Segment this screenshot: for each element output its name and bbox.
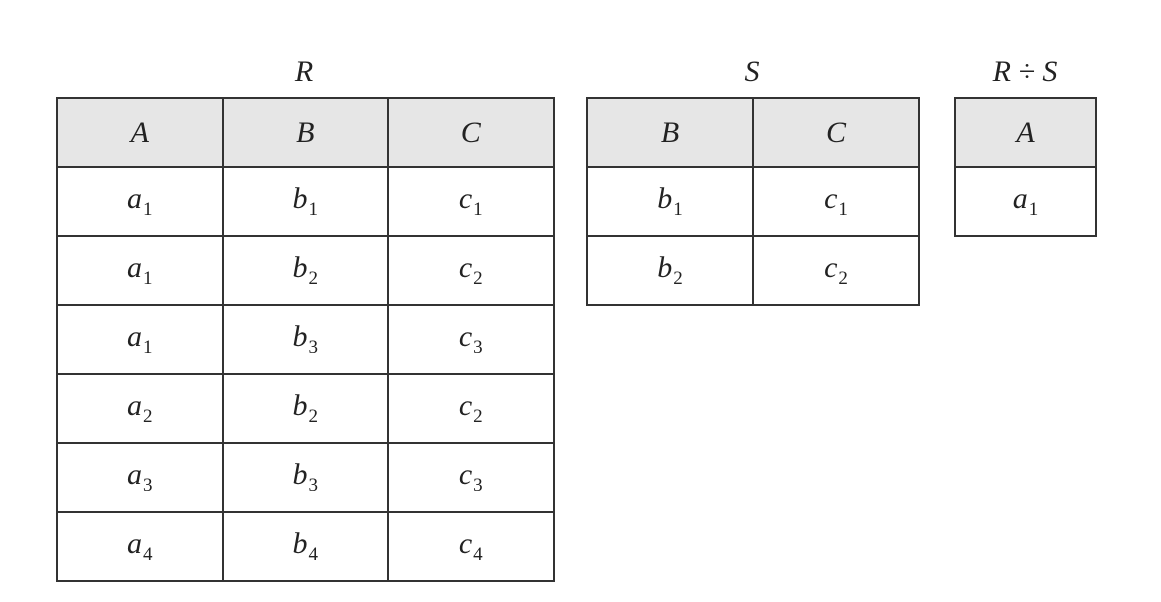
table-cell: b2 — [586, 235, 754, 306]
cell-symbol: a — [127, 458, 142, 491]
cell-symbol: a — [1012, 182, 1028, 215]
cell-symbol: b — [292, 389, 308, 422]
table-cell: a3 — [56, 442, 224, 513]
table-cell: b2 — [221, 235, 389, 306]
cell-symbol: b — [292, 458, 308, 491]
cell-subscript: 1 — [1028, 199, 1039, 220]
header-row: A — [954, 97, 1097, 168]
cell-symbol: b — [292, 182, 308, 215]
table-cell: a2 — [56, 373, 224, 444]
column-header-a: A — [56, 97, 224, 168]
cell-subscript: 2 — [308, 406, 319, 427]
cell-symbol: a — [127, 182, 142, 215]
column-header-c: C — [387, 97, 555, 168]
column-header-c: C — [752, 97, 920, 168]
cell-symbol: b — [292, 251, 308, 284]
cell-subscript: 2 — [838, 268, 848, 289]
cell-subscript: 4 — [143, 544, 153, 565]
table-cell: c2 — [387, 373, 555, 444]
cell-symbol: c — [458, 527, 473, 560]
cell-subscript: 4 — [473, 544, 483, 565]
cell-subscript: 2 — [673, 268, 683, 289]
cell-subscript: 2 — [143, 406, 153, 427]
table-cell: c3 — [387, 442, 555, 513]
cell-symbol: c — [458, 251, 473, 284]
cell-symbol: c — [824, 182, 838, 215]
table-cell: c4 — [387, 511, 555, 582]
table-cell: c1 — [387, 166, 555, 237]
cell-subscript: 3 — [308, 337, 319, 358]
column-header-b: B — [586, 97, 754, 168]
relation-s-title: S — [744, 55, 760, 88]
table-cell: a1 — [954, 166, 1097, 237]
cell-symbol: b — [292, 320, 308, 353]
table-cell: b1 — [221, 166, 389, 237]
cell-subscript: 1 — [143, 337, 153, 358]
cell-symbol: c — [824, 251, 838, 284]
table-cell: b2 — [221, 373, 389, 444]
table-cell: b3 — [221, 442, 389, 513]
cell-subscript: 1 — [838, 199, 848, 220]
cell-symbol: b — [657, 182, 673, 215]
table-cell: a1 — [56, 166, 224, 237]
cell-subscript: 4 — [308, 544, 319, 565]
column-header-a: A — [954, 97, 1097, 168]
cell-subscript: 2 — [473, 406, 483, 427]
cell-subscript: 3 — [473, 337, 483, 358]
cell-subscript: 3 — [473, 475, 483, 496]
division-result-title: R ÷ S — [992, 55, 1058, 88]
cell-symbol: a — [127, 527, 142, 560]
cell-subscript: 1 — [673, 199, 683, 220]
cell-subscript: 1 — [143, 199, 153, 220]
cell-subscript: 2 — [473, 268, 483, 289]
cell-subscript: 1 — [143, 268, 153, 289]
cell-symbol: a — [127, 389, 142, 422]
cell-subscript: 1 — [308, 199, 319, 220]
cell-symbol: a — [127, 320, 142, 353]
column-header-b: B — [221, 97, 389, 168]
division-result-table: A a1 — [954, 97, 1097, 237]
table-cell: b3 — [221, 304, 389, 375]
table-cell: a4 — [56, 511, 224, 582]
cell-symbol: b — [292, 527, 308, 560]
table-cell: c2 — [752, 235, 920, 306]
cell-symbol: c — [458, 389, 473, 422]
cell-symbol: b — [657, 251, 673, 284]
cell-symbol: a — [127, 251, 142, 284]
table-cell: c1 — [752, 166, 920, 237]
relation-r-title: R — [294, 55, 314, 88]
cell-subscript: 2 — [308, 268, 319, 289]
cell-symbol: c — [458, 182, 473, 215]
cell-subscript: 1 — [473, 199, 483, 220]
cell-subscript: 3 — [308, 475, 319, 496]
table-cell: c3 — [387, 304, 555, 375]
table-cell: b1 — [586, 166, 754, 237]
cell-subscript: 3 — [143, 475, 153, 496]
table-cell: a1 — [56, 235, 224, 306]
table-row: a1 — [954, 166, 1097, 237]
table-cell: a1 — [56, 304, 224, 375]
cell-symbol: c — [458, 320, 473, 353]
table-cell: c2 — [387, 235, 555, 306]
cell-symbol: c — [458, 458, 473, 491]
table-cell: b4 — [221, 511, 389, 582]
